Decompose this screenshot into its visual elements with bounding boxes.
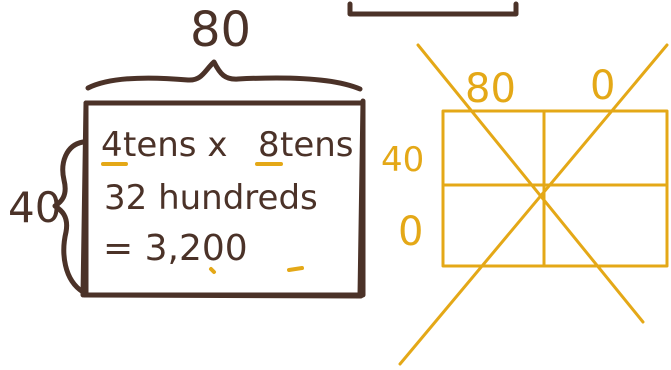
- left-line-1-tens-text: tens x: [123, 125, 227, 165]
- right-top-label-0: 0: [590, 63, 615, 109]
- left-line-3: = 3,200: [103, 228, 248, 269]
- left-line-3-gold-marks: [209, 266, 304, 274]
- partial-box-top: [347, 1, 519, 17]
- left-line-1-number-8: 8: [258, 125, 280, 165]
- left-side-label: 40: [8, 183, 61, 232]
- right-area-model: 80 0 40 0: [381, 43, 669, 366]
- left-line-2: 32 hundreds: [104, 178, 318, 218]
- left-top-label: 80: [190, 2, 251, 58]
- right-diagonal-2: [398, 43, 669, 366]
- left-line-1-tens-right: tens: [280, 125, 354, 165]
- left-line-1-number-4: 4: [101, 125, 123, 165]
- top-bracket: [85, 59, 363, 92]
- right-top-label-80: 80: [465, 66, 516, 112]
- right-diagonal-1: [416, 43, 645, 324]
- right-side-label-40: 40: [381, 140, 424, 180]
- right-rectangle: [441, 109, 669, 268]
- left-line-1: 4 tens x 8 tens: [101, 125, 354, 166]
- right-side-label-0: 0: [398, 209, 423, 255]
- left-rectangle-rough-edges: [80, 98, 366, 299]
- left-area-model: 80 40 4 tens x 8 tens 32 hundreds = 3,20…: [8, 2, 366, 299]
- side-bracket: [52, 139, 86, 295]
